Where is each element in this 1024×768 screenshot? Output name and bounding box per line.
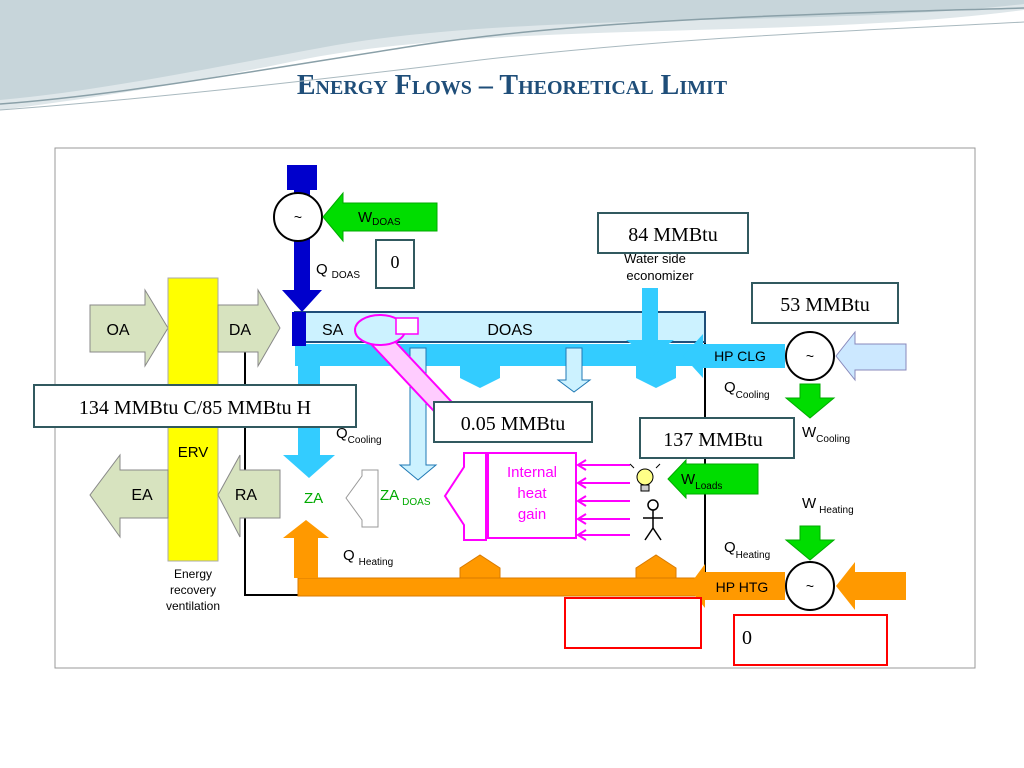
- hp-clg-inlet-arrow: [835, 330, 907, 382]
- hp-htg-inlet-arrow: [836, 562, 906, 610]
- w-doas-arrow: [322, 191, 438, 243]
- hp-clg-symbol: ~: [806, 348, 814, 364]
- internal-gain-arrows: [576, 459, 630, 541]
- q-cooling-label: QCooling: [336, 425, 382, 446]
- ea-arrow: [89, 453, 169, 539]
- q-heating-hp-label: QHeating: [724, 539, 770, 561]
- w-cooling-label: WCooling: [802, 424, 850, 445]
- za-label: ZA: [304, 490, 323, 507]
- w-loads-label: WLoads: [681, 471, 722, 492]
- person-icon: [643, 499, 663, 541]
- heating-rise-arrow-2: [635, 554, 677, 579]
- hp-clg-label: HP CLG: [714, 348, 766, 364]
- erv-label: ERV: [178, 444, 209, 461]
- hp-htg-value-box-right: [733, 614, 888, 666]
- za-doas-drop-arrow: [398, 347, 438, 481]
- economizer-arrow: [626, 288, 674, 358]
- w-loads-value: 137 MMBtu: [663, 429, 762, 451]
- heating-duct: [297, 577, 699, 597]
- sa-label: SA: [322, 322, 344, 339]
- header-decoration: [0, 0, 1024, 111]
- erv-caption-3: ventilation: [166, 599, 220, 613]
- economizer-label-1: Water side: [624, 251, 686, 266]
- econ-value-box: [597, 212, 749, 254]
- duct-drop-arrow-1: [460, 366, 500, 388]
- q-heating-zone-arrow: [283, 520, 329, 578]
- erv-caption-1: Energy: [174, 567, 212, 581]
- econ-value: 84 MMBtu: [628, 224, 717, 246]
- internal-gain-label-2: heat: [517, 485, 547, 502]
- za-arrow: [345, 469, 379, 528]
- duct-drop-arrow-3: [636, 366, 676, 388]
- hp-htg-compressor-icon: [785, 561, 835, 611]
- internal-gain-label-1: Internal: [507, 464, 557, 481]
- hp-htg-symbol: ~: [806, 578, 814, 594]
- hp-htg-label: HP HTG: [716, 579, 769, 595]
- ra-arrow: [217, 454, 281, 538]
- oa-arrow: [89, 288, 169, 368]
- internal-value: 0.05 MMBtu: [461, 413, 565, 435]
- oa-label: OA: [106, 322, 129, 339]
- internal-gain-box: [487, 452, 577, 539]
- ra-label: RA: [235, 487, 258, 504]
- ea-label: EA: [131, 487, 153, 504]
- hp-htg-value-box-left: [564, 597, 702, 649]
- w-loads-arrow: [667, 458, 759, 500]
- internal-gain-label-3: gain: [518, 506, 546, 523]
- hp-clg-arrow: [683, 334, 785, 378]
- sa-node-tab: [395, 317, 419, 335]
- internal-gain-out-arrow: [443, 452, 487, 541]
- q-doas-value: 0: [391, 252, 400, 272]
- heating-rise-arrow-1: [459, 554, 501, 579]
- duct-drop-arrow-2: [556, 347, 592, 393]
- internal-value-box: [433, 401, 593, 443]
- doas-fan-symbol: ~: [294, 209, 302, 225]
- doas-label: DOAS: [487, 322, 532, 339]
- doas-fan-icon: [273, 192, 323, 242]
- hp-htg-arrow: [688, 564, 785, 608]
- page-title: Energy Flows – Theoretical Limit: [0, 70, 1024, 102]
- erv-value-box: [33, 384, 357, 428]
- da-label: DA: [229, 322, 252, 339]
- erv-value: 134 MMBtu C/85 MMBtu H: [79, 397, 311, 419]
- erv-caption-2: recovery: [170, 583, 216, 597]
- hp-clg-value-box: [751, 282, 899, 324]
- w-doas-label: WDOAS: [358, 209, 401, 228]
- hp-htg-value-right: 0: [742, 627, 752, 649]
- hp-clg-compressor-icon: [785, 331, 835, 381]
- da-arrow: [217, 288, 281, 368]
- w-loads-value-box: [639, 417, 795, 459]
- lightbulb-icon: [629, 463, 661, 492]
- title-text: Energy Flows – Theoretical Limit: [296, 70, 728, 101]
- w-cooling-arrow: [784, 383, 836, 419]
- doas-supply-stub: [292, 312, 306, 346]
- q-doas-value-box: [375, 239, 415, 289]
- economizer-label-2: economizer: [626, 268, 694, 283]
- q-cooling-hp-label: QCooling: [724, 379, 770, 401]
- hp-clg-value: 53 MMBtu: [780, 294, 869, 316]
- w-heating-arrow: [784, 525, 836, 561]
